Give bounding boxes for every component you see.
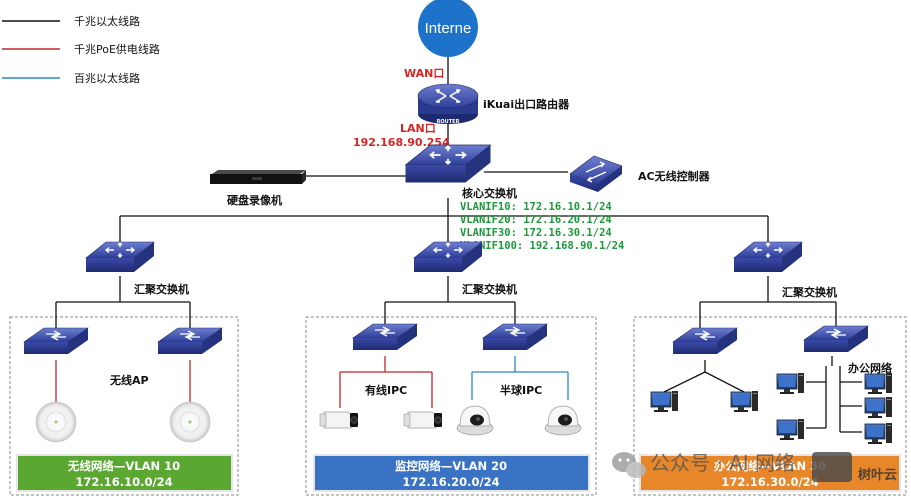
agg-switch-middle[interactable] bbox=[413, 241, 483, 273]
office-pc-7[interactable] bbox=[864, 422, 893, 445]
wechat-icon bbox=[612, 452, 646, 478]
legend-label-fast: 百兆以太线路 bbox=[74, 71, 140, 85]
zone-office-subnet: 172.16.30.0/24 bbox=[721, 475, 818, 489]
zone-wireless-frame bbox=[9, 316, 239, 496]
internet-cloud[interactable]: Interne bbox=[418, 0, 478, 57]
bullet-camera-1[interactable] bbox=[319, 411, 359, 429]
dome-camera-2[interactable] bbox=[544, 405, 582, 436]
dome-camera-1[interactable] bbox=[456, 405, 494, 436]
agg-switch-left-label: 汇聚交换机 bbox=[134, 282, 189, 296]
zone-office-title: 办公网络—VLAN 30 bbox=[714, 459, 826, 473]
core-vlanif-30: VLANIF30: 172.16.30.1/24 bbox=[460, 227, 612, 239]
nvr-device[interactable] bbox=[210, 170, 306, 184]
zone-office-title-box: 办公网络—VLAN 30 172.16.30.0/24 bbox=[639, 454, 901, 492]
zone-wireless-subnet: 172.16.10.0/24 bbox=[75, 475, 172, 489]
wireless-ap-label: 无线AP bbox=[109, 373, 149, 387]
bullet-camera-2[interactable] bbox=[403, 411, 443, 429]
core-switch[interactable] bbox=[404, 144, 492, 184]
zone-monitor-title-box: 监控网络—VLAN 20 172.16.20.0/24 bbox=[313, 454, 590, 492]
globe-icon bbox=[418, 0, 478, 57]
router-lan-label: LAN口 bbox=[400, 122, 436, 135]
zone-monitor-frame bbox=[305, 316, 597, 496]
office-pc-1[interactable] bbox=[650, 390, 679, 413]
internet-label: Interne bbox=[425, 20, 472, 37]
access-switch-monitor-2[interactable] bbox=[482, 323, 548, 351]
poe-links bbox=[55, 356, 433, 408]
watermark-text: 公众号 · AI 网络 bbox=[650, 451, 795, 475]
ac-arrows-icon bbox=[585, 161, 607, 183]
agg-switch-left[interactable] bbox=[85, 241, 155, 273]
agg-switch-right[interactable] bbox=[733, 241, 803, 273]
office-pc-5[interactable] bbox=[864, 372, 893, 395]
access-switch-monitor-1[interactable] bbox=[352, 323, 418, 351]
legend: 千兆以太线路 千兆PoE供电线路 百兆以太线路 bbox=[2, 14, 160, 85]
watermark: 公众号 · AI 网络 树叶云 bbox=[612, 451, 897, 483]
office-network-label: 办公网络 bbox=[848, 361, 892, 375]
access-switch-office-2[interactable] bbox=[803, 325, 869, 353]
ac-controller[interactable] bbox=[569, 155, 623, 192]
office-pc-4[interactable] bbox=[776, 418, 805, 441]
router-wan-label: WAN口 bbox=[404, 67, 444, 80]
agg-switch-right-label: 汇聚交换机 bbox=[782, 285, 837, 299]
office-pc-6[interactable] bbox=[864, 396, 893, 419]
zone-office-frame bbox=[633, 316, 907, 496]
office-pc-2[interactable] bbox=[730, 390, 759, 413]
zone-monitor-subnet: 172.16.20.0/24 bbox=[402, 475, 499, 489]
router-arrows-icon bbox=[435, 89, 461, 103]
legend-label-poe: 千兆PoE供电线路 bbox=[74, 42, 160, 56]
core-vlanif-100: VLANIF100: 192.168.90.1/24 bbox=[460, 240, 624, 252]
core-vlanif-10: VLANIF10: 172.16.10.1/24 bbox=[460, 201, 612, 213]
core-switch-name: 核心交换机 bbox=[462, 186, 517, 200]
router-name: iKuai出口路由器 bbox=[483, 97, 570, 111]
core-vlanif-20: VLANIF20: 172.16.20.1/24 bbox=[460, 214, 612, 226]
access-switch-wireless-2[interactable] bbox=[157, 327, 223, 355]
watermark-logo bbox=[812, 452, 852, 482]
wired-ipc-label: 有线IPC bbox=[365, 383, 407, 397]
router-badge: ROUTER bbox=[437, 119, 460, 125]
nvr-label: 硬盘录像机 bbox=[227, 193, 282, 207]
router[interactable]: ROUTER bbox=[417, 83, 479, 125]
watermark-sub: 树叶云 bbox=[858, 467, 897, 483]
wireless-ap-1[interactable] bbox=[35, 401, 77, 443]
agg-switch-middle-label: 汇聚交换机 bbox=[462, 282, 517, 296]
legend-label-gigabit: 千兆以太线路 bbox=[74, 14, 140, 28]
ac-label: AC无线控制器 bbox=[638, 169, 711, 183]
zone-monitor-title: 监控网络—VLAN 20 bbox=[395, 459, 507, 473]
zone-wireless-title: 无线网络—VLAN 10 bbox=[67, 459, 180, 473]
zone-wireless-title-box: 无线网络—VLAN 10 172.16.10.0/24 bbox=[16, 454, 233, 492]
office-pc-3[interactable] bbox=[776, 372, 805, 395]
wireless-ap-2[interactable] bbox=[169, 401, 211, 443]
access-switch-office-1[interactable] bbox=[672, 327, 738, 355]
router-lan-ip: 192.168.90.254 bbox=[353, 136, 450, 149]
fast-ethernet-links bbox=[471, 356, 569, 400]
access-switch-wireless-1[interactable] bbox=[23, 327, 89, 355]
dome-ipc-label: 半球IPC bbox=[500, 383, 542, 397]
